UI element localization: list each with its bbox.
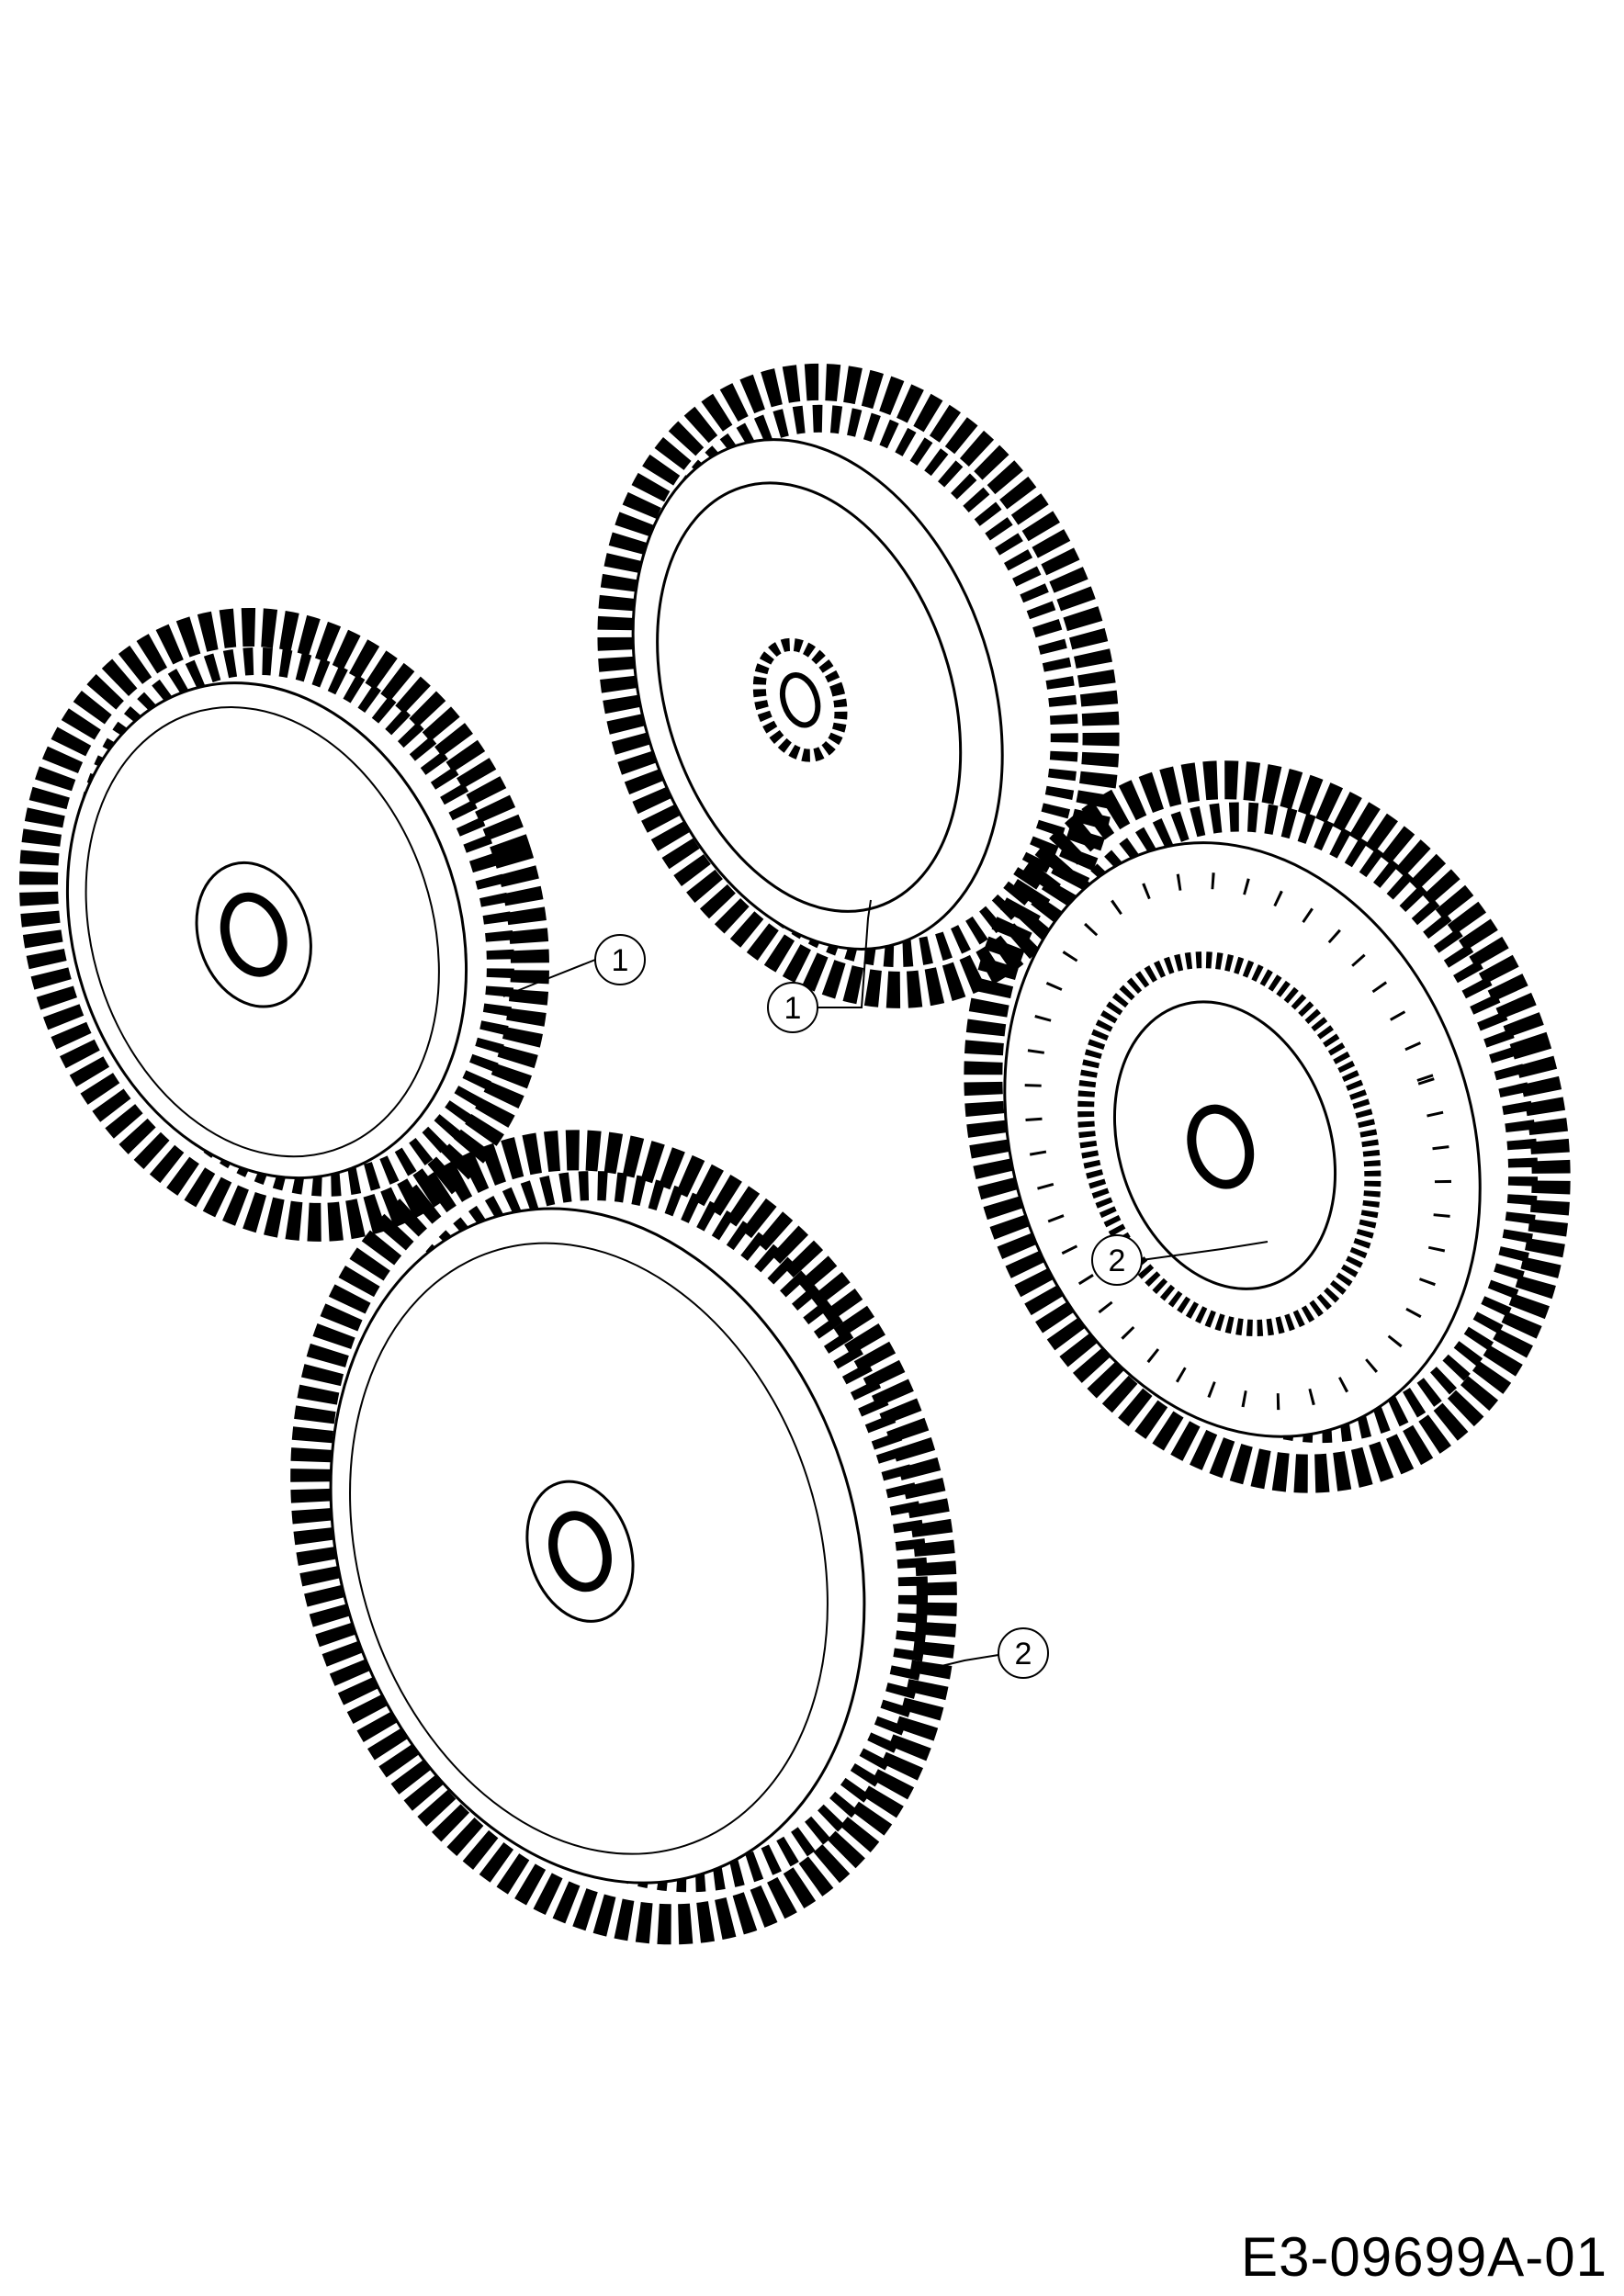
callout-2-right: 2 bbox=[1091, 1234, 1269, 1286]
callout-circle bbox=[1091, 1234, 1143, 1286]
tire-tread-inner bbox=[638, 404, 1078, 968]
leader-line bbox=[502, 959, 596, 997]
callout-1-top: 1 bbox=[767, 899, 872, 1033]
tire-tread-inner bbox=[355, 1171, 929, 1893]
rim-ribs bbox=[1024, 872, 1452, 1411]
callout-number: 1 bbox=[612, 943, 629, 978]
hub-boss bbox=[195, 861, 312, 1008]
wheel-front-left bbox=[19, 607, 549, 1242]
callout-1-left: 1 bbox=[502, 934, 646, 997]
hub-bearing bbox=[779, 672, 821, 728]
rim-recess bbox=[85, 706, 440, 1158]
gear-plate bbox=[1112, 1000, 1337, 1290]
tire-tread-outer bbox=[964, 760, 1571, 1493]
wheel-rear-left bbox=[290, 1130, 957, 1945]
hub-bearing bbox=[548, 1511, 612, 1593]
tire-tread-outer bbox=[597, 363, 1120, 1008]
callout-number: 2 bbox=[1015, 1637, 1032, 1671]
leader-line bbox=[1141, 1241, 1269, 1261]
hub-outer bbox=[752, 637, 848, 762]
callout-2-bottom: 2 bbox=[918, 1627, 1049, 1679]
wheel-rear-right bbox=[964, 760, 1571, 1493]
callout-number: 2 bbox=[1109, 1244, 1126, 1278]
hub-bearing bbox=[220, 892, 288, 977]
leader-line bbox=[918, 1654, 999, 1672]
leader-line bbox=[818, 899, 872, 1008]
drawing-code-label: E3-09699A-01 bbox=[1241, 2226, 1607, 2288]
tire-tread-inner bbox=[1022, 802, 1539, 1444]
rim-face bbox=[349, 1242, 829, 1855]
wheel-front-top bbox=[597, 363, 1120, 1008]
tire-tread-outer bbox=[19, 607, 549, 1242]
callout-number: 1 bbox=[784, 991, 802, 1026]
hub-bearing bbox=[1187, 1104, 1255, 1189]
hub-boss bbox=[525, 1480, 635, 1623]
callout-circle bbox=[594, 934, 646, 985]
callout-circle bbox=[767, 982, 818, 1033]
callout-circle bbox=[998, 1627, 1049, 1679]
rim-face bbox=[656, 481, 963, 913]
